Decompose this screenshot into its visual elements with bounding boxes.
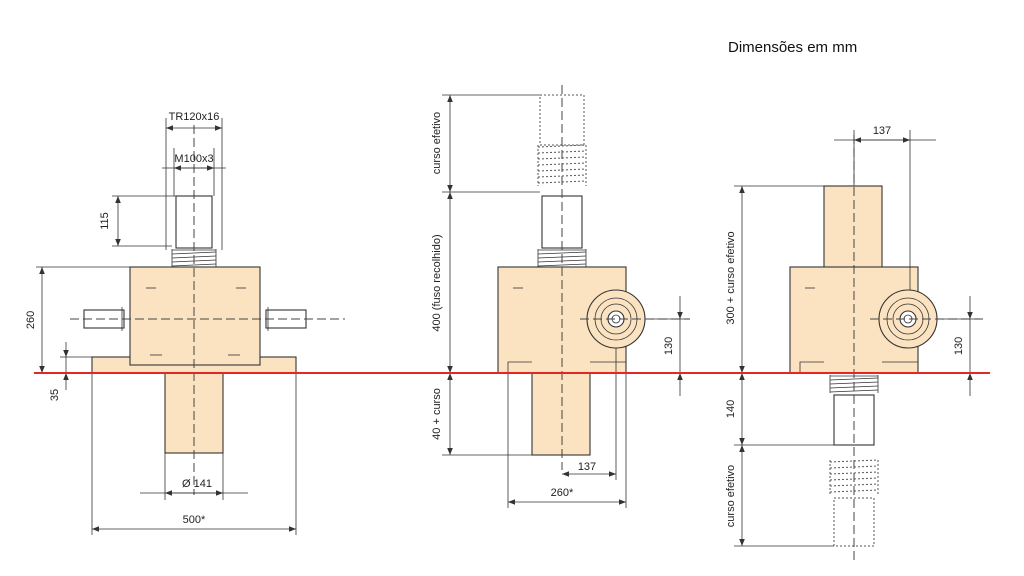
view-2-dim-retracted: 400 (fuso recolhido) [431,234,443,331]
view-3-protection-tube [823,185,883,269]
view-3-dim-offset: 137 [873,125,891,137]
view-1-dim-height: 260 [25,311,37,329]
view-2-dim-axis-height: 130 [663,337,675,355]
view-2-dim-width: 260* [551,487,574,499]
view-3-dim-axis-height: 130 [953,337,965,355]
view-1-dim-top: 115 [99,212,111,230]
view-1-housing [129,266,261,366]
view-3-dim-upper: 300 + curso efetivo [725,231,737,324]
view-1-dim-thread-m: M100x3 [174,153,213,165]
view-2-dim-travel: curso efetivo [431,112,443,174]
view-2-side: curso efetivo 400 (fuso recolhido) 40 + … [431,85,690,508]
view-2-protection-tube [531,372,591,456]
view-1-dim-width: 500* [183,514,206,526]
view-1-front: TR120x16 M100x3 115 260 35 Ø 141 500* [25,111,345,535]
view-3-dim-lower: 140 [725,400,737,418]
view-3-dim-travel: curso efetivo [725,465,737,527]
view-2-dim-lower: 40 + curso [431,388,443,440]
view-2-dim-offset: 137 [578,461,596,473]
view-1-dim-thread-tr: TR120x16 [169,111,220,123]
view-3-side-inverted: 137 300 + curso efetivo 140 curso efetiv… [725,125,985,560]
view-1-dim-diameter: Ø 141 [182,478,212,490]
view-1-dim-base: 35 [49,389,61,401]
units-note: Dimensões em mm [728,39,857,56]
